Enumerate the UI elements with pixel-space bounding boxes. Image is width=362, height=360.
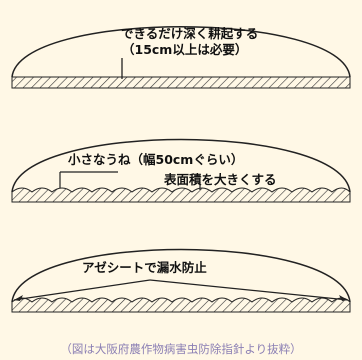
depth-label: （15cm以上は必要） xyxy=(122,42,248,57)
dome-outline xyxy=(11,248,351,303)
small-ridges-diagram xyxy=(11,138,351,203)
left-arrowhead xyxy=(14,295,23,301)
dome-outline xyxy=(11,138,351,193)
panel-small-ridges: 小さなうね（幅50cmぐらい） 表面積を大きくする xyxy=(0,110,362,210)
dome-outline xyxy=(11,26,351,78)
hatched-soil-layer xyxy=(11,76,351,89)
small-ridge-label: 小さなうね（幅50cmぐらい） xyxy=(68,152,244,167)
sheet-pointer-left xyxy=(13,279,151,301)
wavy-ridges xyxy=(11,297,351,313)
right-arrowhead xyxy=(339,295,348,301)
deep-tillage-label: できるだけ深く耕起する xyxy=(121,26,259,41)
levee-sheet-label: アゼシートで漏水防止 xyxy=(82,260,207,275)
panel-deep-tillage: できるだけ深く耕起する （15cm以上は必要） xyxy=(0,0,362,95)
wavy-ridges xyxy=(11,187,351,203)
levee-sheet-diagram xyxy=(11,248,351,313)
surface-area-label: 表面積を大きくする xyxy=(164,172,277,187)
source-caption: （図は大阪府農作物病害虫防除指針より抜粋） xyxy=(60,342,302,356)
sheet-pointer-right xyxy=(149,279,349,301)
deep-tillage-diagram xyxy=(11,26,351,89)
panel-levee-sheet: アゼシートで漏水防止 xyxy=(0,220,362,320)
